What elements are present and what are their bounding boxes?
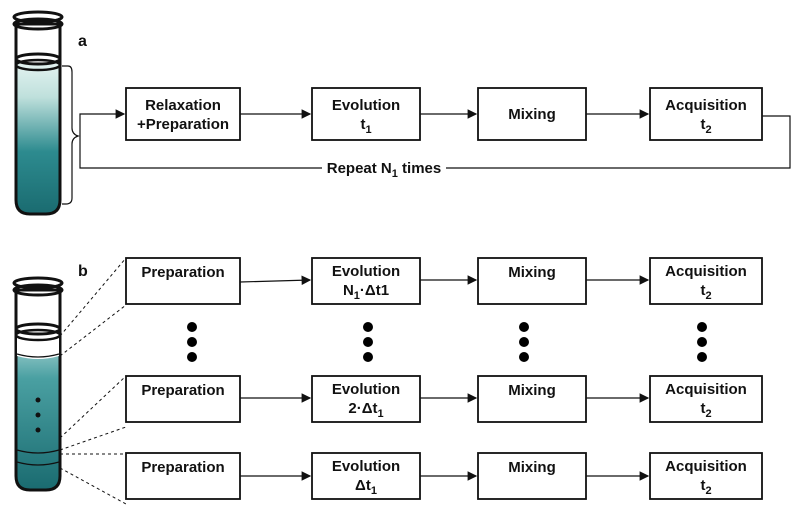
svg-text:t2: t2	[700, 282, 711, 302]
row-n1: Preparation Evolution N1·Δt1 Mixing Acqu…	[125, 257, 763, 305]
row-1: Preparation Evolution Δt1 Mixing Acquisi…	[125, 452, 763, 500]
nmr-tube-a	[12, 10, 64, 216]
svg-text:Mixing: Mixing	[508, 459, 556, 476]
svg-text:Acquisition: Acquisition	[665, 263, 747, 280]
svg-text:Mixing: Mixing	[508, 382, 556, 399]
svg-text:t1: t1	[360, 116, 371, 136]
dash-4	[59, 426, 127, 451]
svg-text:Δt1: Δt1	[355, 477, 377, 497]
svg-text:t2: t2	[700, 477, 711, 497]
dash-6	[59, 467, 127, 505]
svg-text:t2: t2	[700, 116, 711, 136]
box-preparation-row2: Preparation	[125, 375, 241, 423]
svg-text:N1·Δt1: N1·Δt1	[343, 282, 389, 302]
svg-text:+Preparation: +Preparation	[137, 116, 229, 133]
svg-text:Acquisition: Acquisition	[665, 97, 747, 114]
svg-text:Preparation: Preparation	[141, 459, 224, 476]
box-evolution-row3: Evolution Δt1	[311, 452, 421, 500]
svg-text:Evolution: Evolution	[332, 458, 400, 475]
sample-bracket	[62, 65, 80, 205]
svg-text:2·Δt1: 2·Δt1	[348, 400, 383, 420]
svg-text:Acquisition: Acquisition	[665, 458, 747, 475]
panel-b-label: b	[78, 263, 88, 280]
svg-text:Evolution: Evolution	[332, 381, 400, 398]
repeat-label: Repeat N1 times	[327, 160, 442, 180]
box-acquisition-row3: Acquisition t2	[649, 452, 763, 500]
box-relaxation-preparation: Relaxation +Preparation	[125, 87, 241, 141]
box-preparation-row3: Preparation	[125, 452, 241, 500]
svg-text:Preparation: Preparation	[141, 382, 224, 399]
svg-text:Evolution: Evolution	[332, 263, 400, 280]
svg-text:Mixing: Mixing	[508, 264, 556, 281]
dash-3	[59, 375, 127, 439]
ellipsis-dots	[187, 322, 707, 362]
box-evolution-row1: Evolution N1·Δt1	[311, 257, 421, 305]
box-evolution-row2: Evolution 2·Δt1	[311, 375, 421, 423]
nmr-tube-b	[12, 276, 64, 492]
box-acquisition-a: Acquisition t2	[649, 87, 763, 141]
svg-text:Evolution: Evolution	[332, 97, 400, 114]
box-mixing-row3: Mixing	[477, 452, 587, 500]
svg-text:t2: t2	[700, 400, 711, 420]
svg-text:Mixing: Mixing	[508, 106, 556, 123]
dash-1	[59, 257, 127, 337]
svg-text:Acquisition: Acquisition	[665, 381, 747, 398]
svg-text:Relaxation: Relaxation	[145, 97, 221, 114]
repeat-loop	[79, 114, 791, 169]
box-acquisition-row2: Acquisition t2	[649, 375, 763, 423]
box-acquisition-row1: Acquisition t2	[649, 257, 763, 305]
box-mixing-a: Mixing	[477, 87, 587, 141]
box-preparation-row1: Preparation	[125, 257, 241, 305]
svg-text:Preparation: Preparation	[141, 264, 224, 281]
panel-a-label: a	[78, 33, 87, 50]
dash-2	[59, 304, 127, 357]
box-evolution-a: Evolution t1	[311, 87, 421, 141]
box-mixing-row2: Mixing	[477, 375, 587, 423]
row-2: Preparation Evolution 2·Δt1 Mixing Acqui…	[125, 375, 763, 423]
box-mixing-row1: Mixing	[477, 257, 587, 305]
